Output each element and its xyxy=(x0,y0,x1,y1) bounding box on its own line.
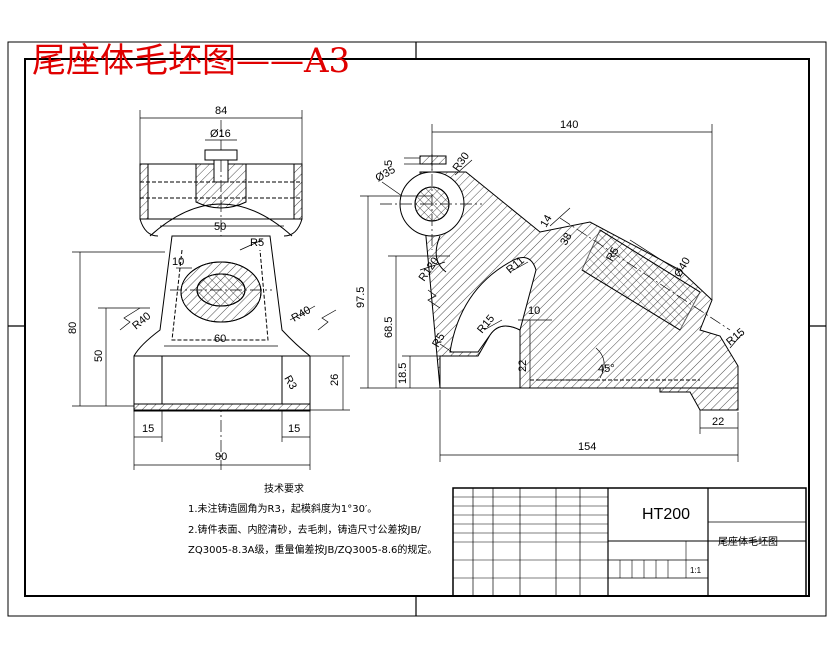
scale-label: 1:1 xyxy=(690,566,702,575)
dim-97-5: 97.5 xyxy=(355,287,367,308)
dim-90: 90 xyxy=(215,451,227,463)
sheet-border xyxy=(7,41,827,617)
dim-r40-right: R40 xyxy=(290,304,313,324)
dim-50-height: 50 xyxy=(93,350,105,362)
dim-10-front: 10 xyxy=(172,256,184,268)
dim-154: 154 xyxy=(578,441,596,453)
side-view xyxy=(380,154,739,411)
dim-140: 140 xyxy=(560,119,578,131)
drawing-title: 尾座体毛坯图——A3 xyxy=(32,41,350,81)
title-block xyxy=(452,487,807,597)
notes-line-2: 2.铸件表面、内腔清砂，去毛刺，铸造尺寸公差按JB/ xyxy=(188,523,421,536)
dim-50-top: 50 xyxy=(214,221,226,233)
part-name-label: 尾座体毛坯图 xyxy=(718,535,778,548)
dim-5: 5 xyxy=(383,160,395,166)
technical-notes: 技术要求 1.未注铸造圆角为R3，起模斜度为1°30′。 2.铸件表面、内腔清砂… xyxy=(188,482,437,556)
dim-22: 22 xyxy=(712,416,724,428)
dim-18-5: 18.5 xyxy=(397,363,409,384)
dim-80: 80 xyxy=(67,322,79,334)
dim-r5-front: R5 xyxy=(250,237,264,249)
notes-heading: 技术要求 xyxy=(264,482,304,495)
front-view xyxy=(133,120,311,470)
drawing-frame xyxy=(24,58,810,597)
notes-line-1: 1.未注铸造圆角为R3，起模斜度为1°30′。 xyxy=(188,502,377,515)
dim-r30: R30 xyxy=(451,150,472,173)
dim-15-left: 15 xyxy=(142,423,154,435)
dim-26: 26 xyxy=(329,374,341,386)
dim-22-h: 22 xyxy=(517,360,529,372)
material-label: HT200 xyxy=(642,506,690,523)
front-dimensions xyxy=(72,110,350,470)
dim-84: 84 xyxy=(215,105,227,117)
dim-38: 38 xyxy=(558,231,575,248)
dim-60: 60 xyxy=(214,333,226,345)
dim-r40-left: R40 xyxy=(130,310,153,332)
dim-dia40: Ø40 xyxy=(672,255,693,279)
side-dimensions xyxy=(360,124,743,462)
dim-15-right: 15 xyxy=(288,423,300,435)
dim-68-5: 68.5 xyxy=(383,317,395,338)
notes-line-3: ZQ3005-8.3A级，重量偏差按JB/ZQ3005-8.6的规定。 xyxy=(188,543,437,556)
dim-bore-16: Ø16 xyxy=(210,128,231,140)
dim-14: 14 xyxy=(538,213,555,230)
dim-r15-b: R15 xyxy=(724,326,747,348)
dim-10-side: 10 xyxy=(528,305,540,317)
dim-45deg: 45° xyxy=(598,363,615,375)
